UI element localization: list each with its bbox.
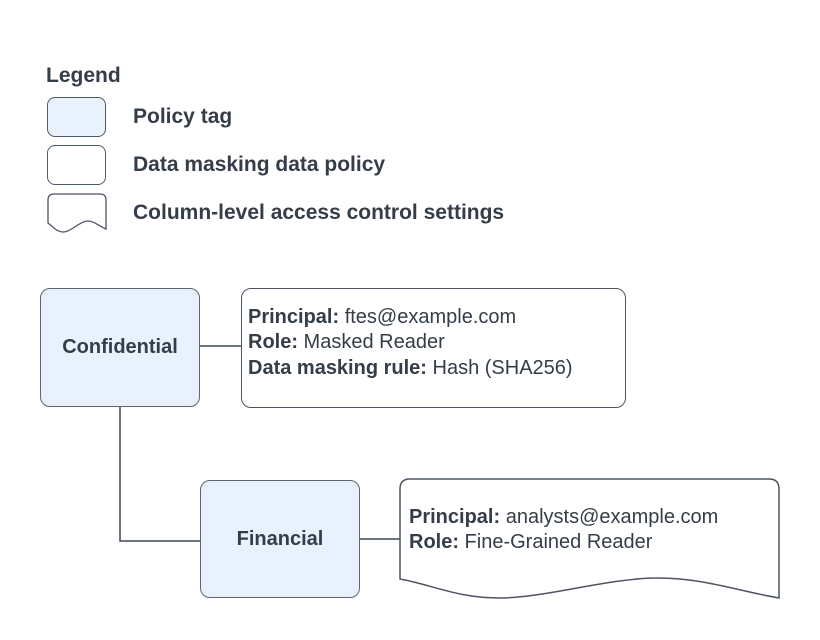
policy-line-masking-rule: Data masking rule: Hash (SHA256) (248, 356, 621, 382)
document-shape (399, 478, 780, 599)
legend-label-column-level-access: Column-level access control settings (133, 201, 505, 224)
policy-line-role-label: Role: (248, 331, 298, 354)
policy-line-principal: Principal: ftes@example.com (248, 305, 621, 331)
policy-tag-confidential-label: Confidential (62, 336, 178, 358)
legend-title: Legend (46, 64, 121, 87)
policy-line-masking-rule-label: Data masking rule: (248, 356, 427, 379)
policy-line-role-value: Masked Reader (298, 331, 445, 354)
data-masking-policy-box: Principal: ftes@example.com Role: Masked… (241, 288, 626, 408)
legend-label-policy-tag: Policy tag (133, 105, 233, 128)
tree-elbow-connector (119, 406, 200, 542)
policy-tag-financial: Financial (200, 480, 360, 598)
settings-line-role-label: Role: (409, 531, 459, 553)
legend-label-data-masking-policy: Data masking data policy (133, 153, 386, 176)
settings-line-principal-label: Principal: (409, 505, 501, 528)
policy-line-principal-value: ftes@example.com (339, 305, 517, 328)
document-swatch (47, 193, 107, 233)
data-policy-swatch (47, 145, 106, 185)
policy-line-masking-rule-value: Hash (SHA256) (426, 356, 573, 379)
policy-line-principal-label: Principal: (248, 305, 340, 328)
settings-line-principal-value: analysts@example.com (500, 505, 719, 528)
access-control-settings-box: Principal: analysts@example.com Role: Fi… (409, 479, 777, 583)
settings-line-principal: Principal: analysts@example.com (409, 505, 777, 531)
settings-line-role-value: Fine-Grained Reader (459, 531, 653, 553)
policy-line-role: Role: Masked Reader (248, 330, 621, 356)
policy-tag-confidential: Confidential (40, 288, 200, 407)
policy-tag-swatch (47, 97, 106, 137)
policy-tag-financial-label: Financial (236, 527, 324, 550)
settings-line-role: Role: Fine-Grained Reader (409, 530, 777, 556)
